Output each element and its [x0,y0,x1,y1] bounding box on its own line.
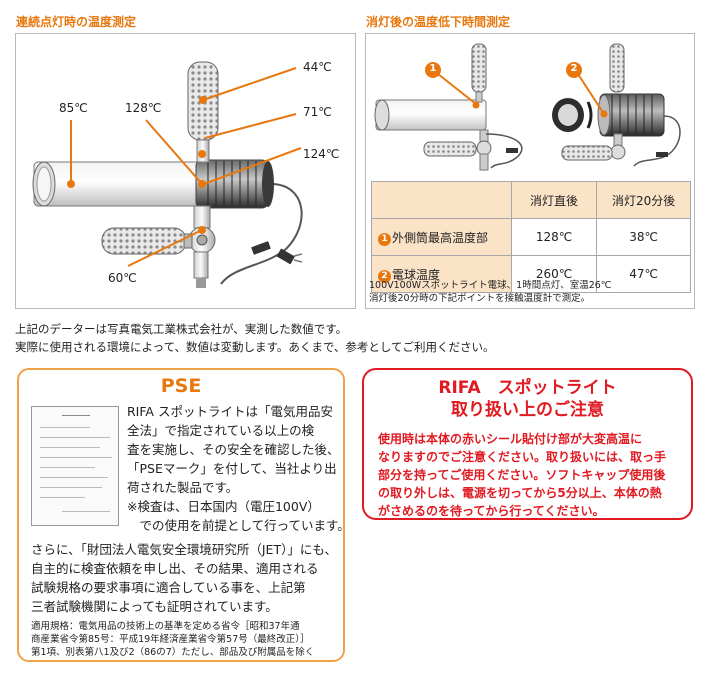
rifa-body-line-1: 使用時は本体の赤いシール貼付け部が大変高温に [378,432,643,446]
temp-label-44: 44℃ [303,60,332,74]
continuous-light-panel [15,33,356,309]
rifa-body-line-3: 部分を持ってご使用ください。ソフトキャップ使用後 [378,468,666,482]
rifa-title-line-2: 取り扱い上のご注意 [451,400,604,420]
rifa-body-line-2: なりますのでご注意ください。取り扱いには、取っ手 [378,450,667,464]
pse-standard-line-2: 商産業省令第85号：平成19年経済産業省令第57号（最終改正）］ [31,634,310,645]
callout-badge-1: 1 [429,63,437,74]
temp-label-128: 128℃ [125,101,162,115]
table-cell: 38℃ [596,218,691,256]
pse-para1-line-6: ※検査は、日本国内（電圧100V） [127,499,320,514]
temp-label-71: 71℃ [303,105,332,119]
pse-para2-line-3: 試験規格の要求事項に適合している事を、上記第 [31,580,306,595]
table-header-immediately: 消灯直後 [510,181,598,219]
callout-badge-2: 2 [570,63,578,74]
pse-para1-line-7: での使用を前提として行っています。 [127,518,350,533]
spotlight-illustration [32,61,303,288]
cooldown-illustrations [374,43,681,171]
pse-standard-line-3: 第1項、別表第八1及び2（86の7）ただし、部品及び附属品を除く [31,647,315,658]
temp-label-85: 85℃ [59,101,88,115]
row-badge-1: 1 [378,232,391,246]
table-header-empty [371,181,512,219]
pse-title: PSE [160,375,202,397]
row-label-bulb: 電球温度 [392,267,441,282]
table-cell: 128℃ [510,218,598,256]
pse-standard-line-1: 適用規格：電気用品の技術上の基準を定める省令［昭和37年通 [31,621,300,632]
table-header-row: 消灯直後 消灯20分後 [371,181,691,219]
pse-para1-line-5: 荷された製品です。 [127,480,239,495]
pse-box: PSE RIFA スポットライトは「電気用品安 全法」で指定されている以上の検 … [17,368,350,662]
disclaimer-line-2: 実際に使用される環境によって、数値は変動します。あくまで、参考としてご利用くださ… [15,340,495,354]
measurement-note-1: 100V100Wスポットライト電球、1時間点灯、室温26℃ [369,280,612,291]
table-cell: 47℃ [596,255,691,293]
table-cell: 260℃ [510,255,598,293]
left-section-title: 連続点灯時の温度測定 [16,15,137,29]
disclaimer-line-1: 上記のデーターは写真電気工業株式会社が、実測した数値です。 [15,322,348,336]
pse-para2-line-2: 自主的に検査依頼を申し出、その結果、適用される [31,561,319,576]
rifa-title-line-1: RIFA スポットライト [438,378,617,398]
pse-para1-line-1: RIFA スポットライトは「電気用品安 [127,404,333,419]
right-section-title: 消灯後の温度低下時間測定 [366,15,511,29]
pse-para1-line-4: 「PSEマーク」を付して、当社より出 [127,461,337,476]
row-label-outer-tube: 外側筒最高温度部 [392,230,489,245]
certificate-image [31,406,119,526]
pse-para2-line-4: 三者試験機関によっても証明されています。 [31,599,278,614]
temp-label-60: 60℃ [108,271,137,285]
row-badge-2: 2 [378,269,391,283]
rifa-body-line-4: の取り外しは、電源を切ってから5分以上、本体の熱 [378,486,662,500]
table-header-after-20min: 消灯20分後 [596,181,691,219]
rifa-warning-box: RIFA スポットライト 取り扱い上のご注意 使用時は本体の赤いシール貼付け部が… [362,368,693,520]
rifa-body-line-5: がさめるのを待ってから行ってください。 [378,504,605,518]
pse-para2-line-1: さらに、「財団法人電気安全環境研究所（JET）」にも、 [31,542,337,557]
pse-para1-line-3: 査を実施し、その安全を確認した後、 [127,442,340,457]
temp-label-124: 124℃ [303,147,340,161]
pse-para1-line-2: 全法」で指定されている以上の検 [127,423,315,438]
measurement-note-2: 消灯後20分時の下記ポイントを接触温度計で測定。 [369,293,591,304]
